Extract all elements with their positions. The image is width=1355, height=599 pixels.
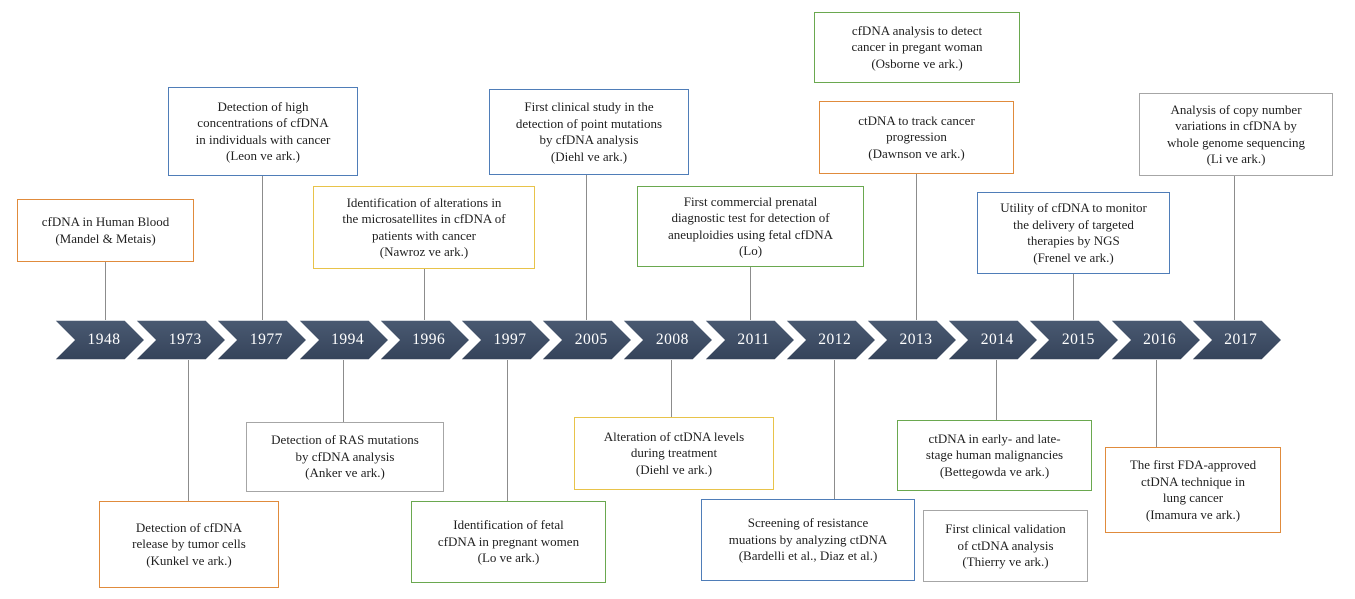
chevron-1997 — [460, 320, 553, 360]
year-label-2014: 2014 — [980, 331, 1014, 348]
chevron-2015 — [1028, 320, 1121, 360]
connector-1948 — [105, 262, 106, 322]
connector-2015 — [1073, 274, 1074, 322]
chevron-1977 — [216, 320, 309, 360]
timeline-segment-1977 — [216, 320, 309, 360]
year-label-1977: 1977 — [249, 331, 283, 348]
year-label-1996: 1996 — [412, 331, 446, 348]
timeline-segment-2015 — [1028, 320, 1121, 360]
year-label-1973: 1973 — [168, 331, 202, 348]
connector-1994 — [343, 358, 344, 422]
chevron-2012 — [784, 320, 877, 360]
chevron-2013 — [866, 320, 959, 360]
connector-2005 — [586, 175, 587, 322]
year-label-2005: 2005 — [574, 331, 608, 348]
timeline-segment-2016 — [1109, 320, 1203, 360]
connector-2014 — [996, 358, 997, 420]
timeline-segment-2017 — [1190, 320, 1284, 360]
timeline-segment-2011 — [703, 320, 797, 360]
year-label-1994: 1994 — [331, 331, 365, 348]
timeline-segment-2014 — [947, 320, 1040, 360]
connector-1997 — [507, 358, 508, 501]
connector-2011 — [750, 267, 751, 322]
year-label-2008: 2008 — [655, 331, 689, 348]
timeline-segment-2008 — [622, 320, 715, 360]
connector-1973 — [188, 358, 189, 501]
timeline-segment-2012 — [784, 320, 878, 360]
timeline-segment-1973 — [135, 320, 228, 360]
chevron-1973 — [135, 320, 228, 360]
connector-2016 — [1156, 358, 1157, 447]
timeline-segment-2013 — [866, 320, 959, 360]
connector-2017 — [1234, 176, 1235, 322]
year-label-1997: 1997 — [493, 331, 527, 348]
connector-2012 — [834, 358, 835, 499]
connector-2008 — [671, 358, 672, 417]
chevron-2005 — [541, 320, 634, 360]
year-label-2012: 2012 — [818, 331, 852, 348]
year-label-2017: 2017 — [1224, 331, 1258, 348]
connector-2013 — [916, 174, 917, 322]
chevron-2011 — [703, 320, 796, 360]
timeline-segment-1996 — [378, 320, 472, 360]
chevron-2016 — [1109, 320, 1202, 360]
year-label-2013: 2013 — [899, 331, 933, 348]
timeline-segment-1994 — [297, 320, 391, 360]
year-label-1948: 1948 — [87, 331, 121, 348]
chevron-1996 — [378, 320, 471, 360]
year-label-2011: 2011 — [737, 331, 770, 348]
year-label-2015: 2015 — [1061, 331, 1095, 348]
chevron-2017 — [1190, 320, 1283, 360]
timeline-segment-2005 — [541, 320, 634, 360]
event-box-2014-malignancies: ctDNA in early- and late-stage human mal… — [897, 420, 1092, 491]
chevron-2008 — [622, 320, 715, 360]
connector-1996 — [424, 269, 425, 322]
connector-1977 — [262, 176, 263, 322]
chevron-2014 — [947, 320, 1040, 360]
timeline-segment-1997 — [460, 320, 553, 360]
chevron-1948 — [54, 320, 147, 360]
chevron-1994 — [297, 320, 390, 360]
year-label-2016: 2016 — [1143, 331, 1177, 348]
timeline-segment-1948 — [54, 320, 147, 360]
event-box-1948: cfDNA in Human Blood(Mandel & Metais) — [17, 199, 194, 262]
